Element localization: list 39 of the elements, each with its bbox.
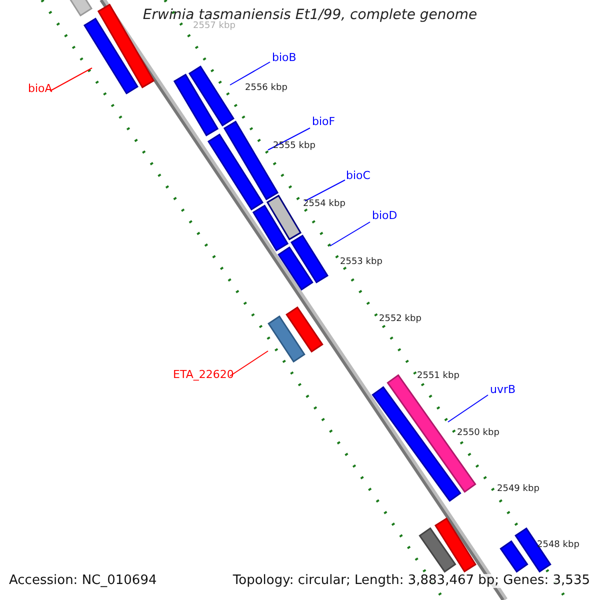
gene-label: bioB bbox=[272, 52, 296, 64]
gene-bar bbox=[252, 204, 289, 252]
leader-line bbox=[330, 222, 370, 246]
gene-bar bbox=[500, 540, 528, 573]
scale-label: 2555 kbp bbox=[273, 142, 316, 152]
gene-label: bioA bbox=[28, 83, 52, 96]
scale-label: 2553 kbp bbox=[340, 258, 382, 268]
scale-label: 2548 kbp bbox=[537, 541, 580, 551]
gene-label: bioF bbox=[312, 116, 336, 128]
leader-line bbox=[230, 62, 270, 86]
scale-label: 2554 kbp bbox=[303, 200, 346, 210]
gene-bar bbox=[434, 517, 477, 573]
leader-line bbox=[50, 68, 92, 92]
gene-bar bbox=[207, 133, 264, 211]
scale-label: 2557 kbp bbox=[193, 22, 236, 32]
scale-label: 2551 kbp bbox=[417, 372, 460, 382]
scale-label: 2549 kbp bbox=[497, 485, 540, 495]
accession-text: Accession: NC_010694 bbox=[9, 574, 157, 588]
gene-bar bbox=[418, 527, 456, 573]
gene-bar bbox=[266, 194, 302, 240]
gene-bar bbox=[188, 65, 235, 127]
scale-label: 2550 kbp bbox=[457, 429, 500, 439]
scale-label: 2556 kbp bbox=[245, 84, 288, 94]
genome-info-text: Topology: circular; Length: 3,883,467 bp; Genes: 3,535 bbox=[232, 574, 590, 588]
gene-label: ETA_22620 bbox=[173, 369, 234, 382]
leader-line bbox=[304, 180, 346, 202]
scale-label: 2552 kbp bbox=[379, 315, 422, 325]
gene-label: uvrB bbox=[490, 384, 516, 396]
gene-bar bbox=[173, 74, 219, 136]
gene-bar bbox=[83, 18, 139, 94]
gene-bar bbox=[268, 315, 306, 363]
leader-line bbox=[230, 350, 268, 376]
gene-label: bioD bbox=[372, 210, 398, 222]
leader-line bbox=[268, 128, 310, 150]
leader-line bbox=[448, 394, 488, 422]
gene-bar bbox=[278, 246, 314, 291]
gene-label: bioC bbox=[346, 170, 370, 182]
gene-bar bbox=[290, 234, 329, 284]
gene-bar bbox=[286, 306, 324, 353]
